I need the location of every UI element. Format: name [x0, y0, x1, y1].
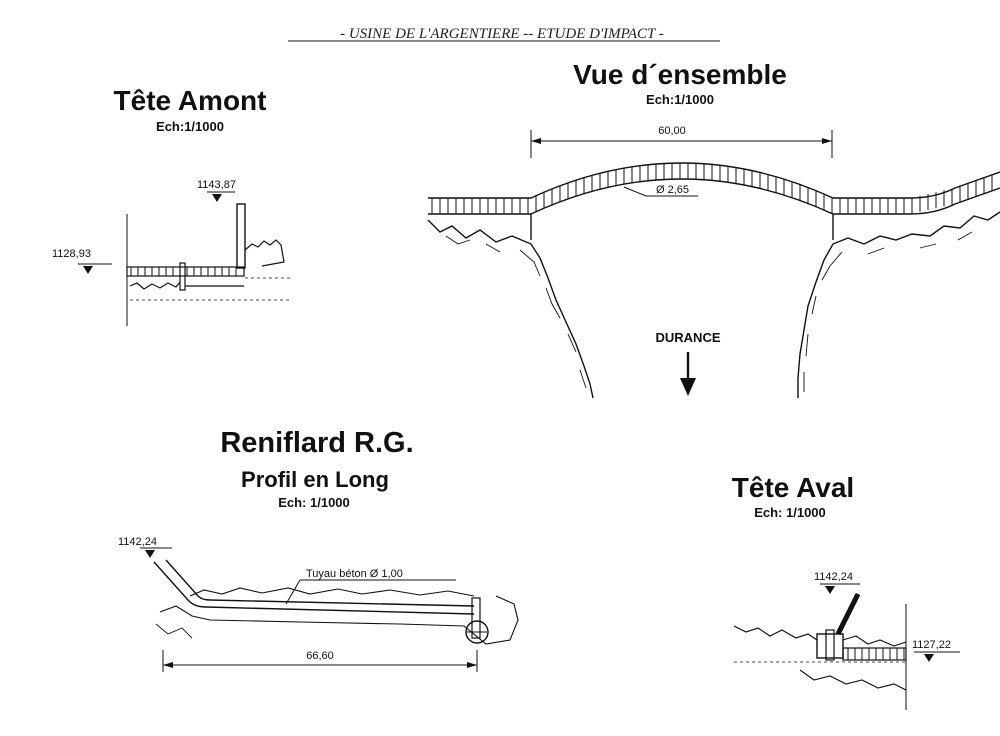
tete-amont-level-top: 1143,87	[197, 179, 236, 191]
vue-ensemble-diameter: Ø 2,65	[656, 184, 689, 196]
vue-ensemble-title: Vue d´ensemble	[573, 59, 787, 90]
vue-ensemble-scale: Ech:1/1000	[646, 92, 714, 107]
document-header: - USINE DE L'ARGENTIERE -- ETUDE D'IMPAC…	[340, 26, 664, 42]
tete-amont-section: Tête Amont Ech:1/1000 1143,87 1128,93	[52, 85, 290, 326]
flow-arrow-icon	[680, 378, 696, 396]
tete-amont-title: Tête Amont	[114, 85, 267, 116]
reniflard-pipe: Tuyau béton Ø 1,00	[306, 568, 403, 580]
reniflard-subtitle: Profil en Long	[241, 467, 389, 492]
vue-ensemble-length: 60,00	[658, 125, 686, 137]
reniflard-title: Reniflard R.G.	[220, 427, 413, 459]
reniflard-level: 1142,24	[118, 536, 157, 548]
tete-aval-section: Tête Aval Ech: 1/1000 1142,24 1127,22	[732, 472, 960, 710]
reniflard-section: Reniflard R.G. Profil en Long Ech: 1/100…	[118, 427, 519, 672]
reniflard-scale: Ech: 1/1000	[278, 495, 350, 510]
tete-aval-level-right: 1127,22	[912, 639, 951, 651]
reniflard-length: 66,60	[306, 650, 334, 662]
river-label: DURANCE	[656, 330, 721, 345]
tete-aval-level-top: 1142,24	[814, 571, 853, 583]
tete-amont-scale: Ech:1/1000	[156, 119, 224, 134]
tete-aval-title: Tête Aval	[732, 472, 854, 503]
tete-aval-scale: Ech: 1/1000	[754, 505, 826, 520]
vue-ensemble-section: Vue d´ensemble Ech:1/1000 60,00 Ø 2,65 D…	[427, 59, 1000, 399]
tete-amont-level-left: 1128,93	[52, 248, 91, 260]
